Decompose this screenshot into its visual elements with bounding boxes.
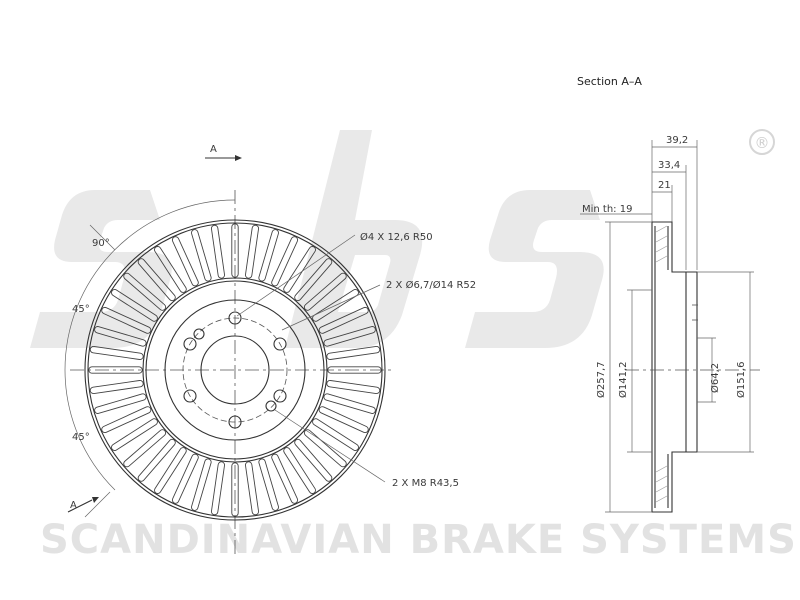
cooling-vane xyxy=(245,461,259,516)
disc-section-view: Section A–A 39,2 33,4 21 Min th: 19 xyxy=(577,75,760,513)
cooling-vane xyxy=(303,272,347,311)
hub-hat xyxy=(164,299,306,441)
dia-hat-label: Ø151,6 xyxy=(735,362,747,399)
callout-holes-mid: 2 X Ø6,7/Ø14 R52 xyxy=(386,279,476,291)
section-marker-top: A xyxy=(210,144,217,155)
cooling-vane xyxy=(258,458,279,511)
cooling-vane xyxy=(312,418,359,451)
min-thickness-label: Min th: 19 xyxy=(582,204,632,215)
cooling-vane xyxy=(94,393,147,414)
cooling-vane xyxy=(111,418,158,451)
cooling-vane xyxy=(211,461,225,516)
cooling-vane xyxy=(123,272,167,311)
cooling-vane xyxy=(191,229,212,282)
disc-outer-edge xyxy=(84,219,386,521)
width-hat-label: 33,4 xyxy=(658,160,680,171)
threaded-holes xyxy=(193,328,277,412)
angle-90-label: 90° xyxy=(92,238,110,249)
cooling-vane xyxy=(88,366,143,374)
cooling-vane xyxy=(312,289,359,322)
cooling-vane xyxy=(271,236,299,287)
cooling-vane xyxy=(231,223,239,278)
cooling-vanes xyxy=(88,223,382,517)
cooling-vane xyxy=(258,229,279,282)
sbs-logo-watermark: ® SCANDINAVIAN BRAKE SYSTEMS xyxy=(30,129,797,563)
cooling-vane xyxy=(303,429,347,468)
registered-mark: ® xyxy=(755,134,770,152)
dia-center-label: Ø64,2 xyxy=(709,363,721,393)
callout-holes-small: Ø4 X 12,6 R50 xyxy=(360,231,433,243)
brand-line: SCANDINAVIAN BRAKE SYSTEMS xyxy=(40,517,797,563)
width-overall-label: 39,2 xyxy=(666,135,688,146)
cooling-vane xyxy=(326,380,381,394)
section-hatching xyxy=(655,225,668,503)
cooling-vane xyxy=(191,458,212,511)
bolt-holes xyxy=(183,311,287,429)
cooling-vane xyxy=(294,438,333,482)
cooling-vane xyxy=(271,453,299,504)
section-marker-bottom: A xyxy=(70,500,77,511)
cooling-vane xyxy=(231,462,239,517)
cooling-vane xyxy=(318,306,369,334)
cooling-vane xyxy=(101,406,152,434)
cooling-vane xyxy=(327,366,382,374)
callout-threads: 2 X M8 R43,5 xyxy=(392,478,459,489)
cooling-vane xyxy=(283,246,316,293)
cooling-vane xyxy=(323,393,376,414)
disc-front-view: 90° 45° 45° A A Ø4 X 12,6 R50 2 X Ø6,7/Ø… xyxy=(64,144,476,555)
cooling-vane xyxy=(318,406,369,434)
cooling-vane xyxy=(89,346,144,360)
cooling-vane xyxy=(101,306,152,334)
cooling-vane xyxy=(123,429,167,468)
center-bore xyxy=(200,335,270,405)
angle-45-upper-label: 45° xyxy=(72,304,90,315)
cooling-vane xyxy=(211,224,225,279)
cooling-vane xyxy=(283,447,316,494)
cooling-vane xyxy=(154,246,187,293)
cooling-vane xyxy=(323,326,376,347)
cooling-vane xyxy=(245,224,259,279)
cooling-vane xyxy=(137,258,176,302)
angle-45-lower-label: 45° xyxy=(72,432,90,443)
cooling-vane xyxy=(294,258,333,302)
section-title: Section A–A xyxy=(577,75,642,88)
section-profile xyxy=(651,221,698,513)
dia-outer-label: Ø257,7 xyxy=(595,362,607,399)
cooling-vane xyxy=(171,236,199,287)
cooling-vane xyxy=(94,326,147,347)
cooling-vane xyxy=(154,447,187,494)
dia-hub-outer-label: Ø141,2 xyxy=(617,362,629,399)
thickness-label: 21 xyxy=(658,180,671,191)
cooling-vane xyxy=(137,438,176,482)
cooling-vane xyxy=(89,380,144,394)
cooling-vane xyxy=(111,289,158,322)
cooling-vane xyxy=(171,453,199,504)
cooling-vane xyxy=(326,346,381,360)
